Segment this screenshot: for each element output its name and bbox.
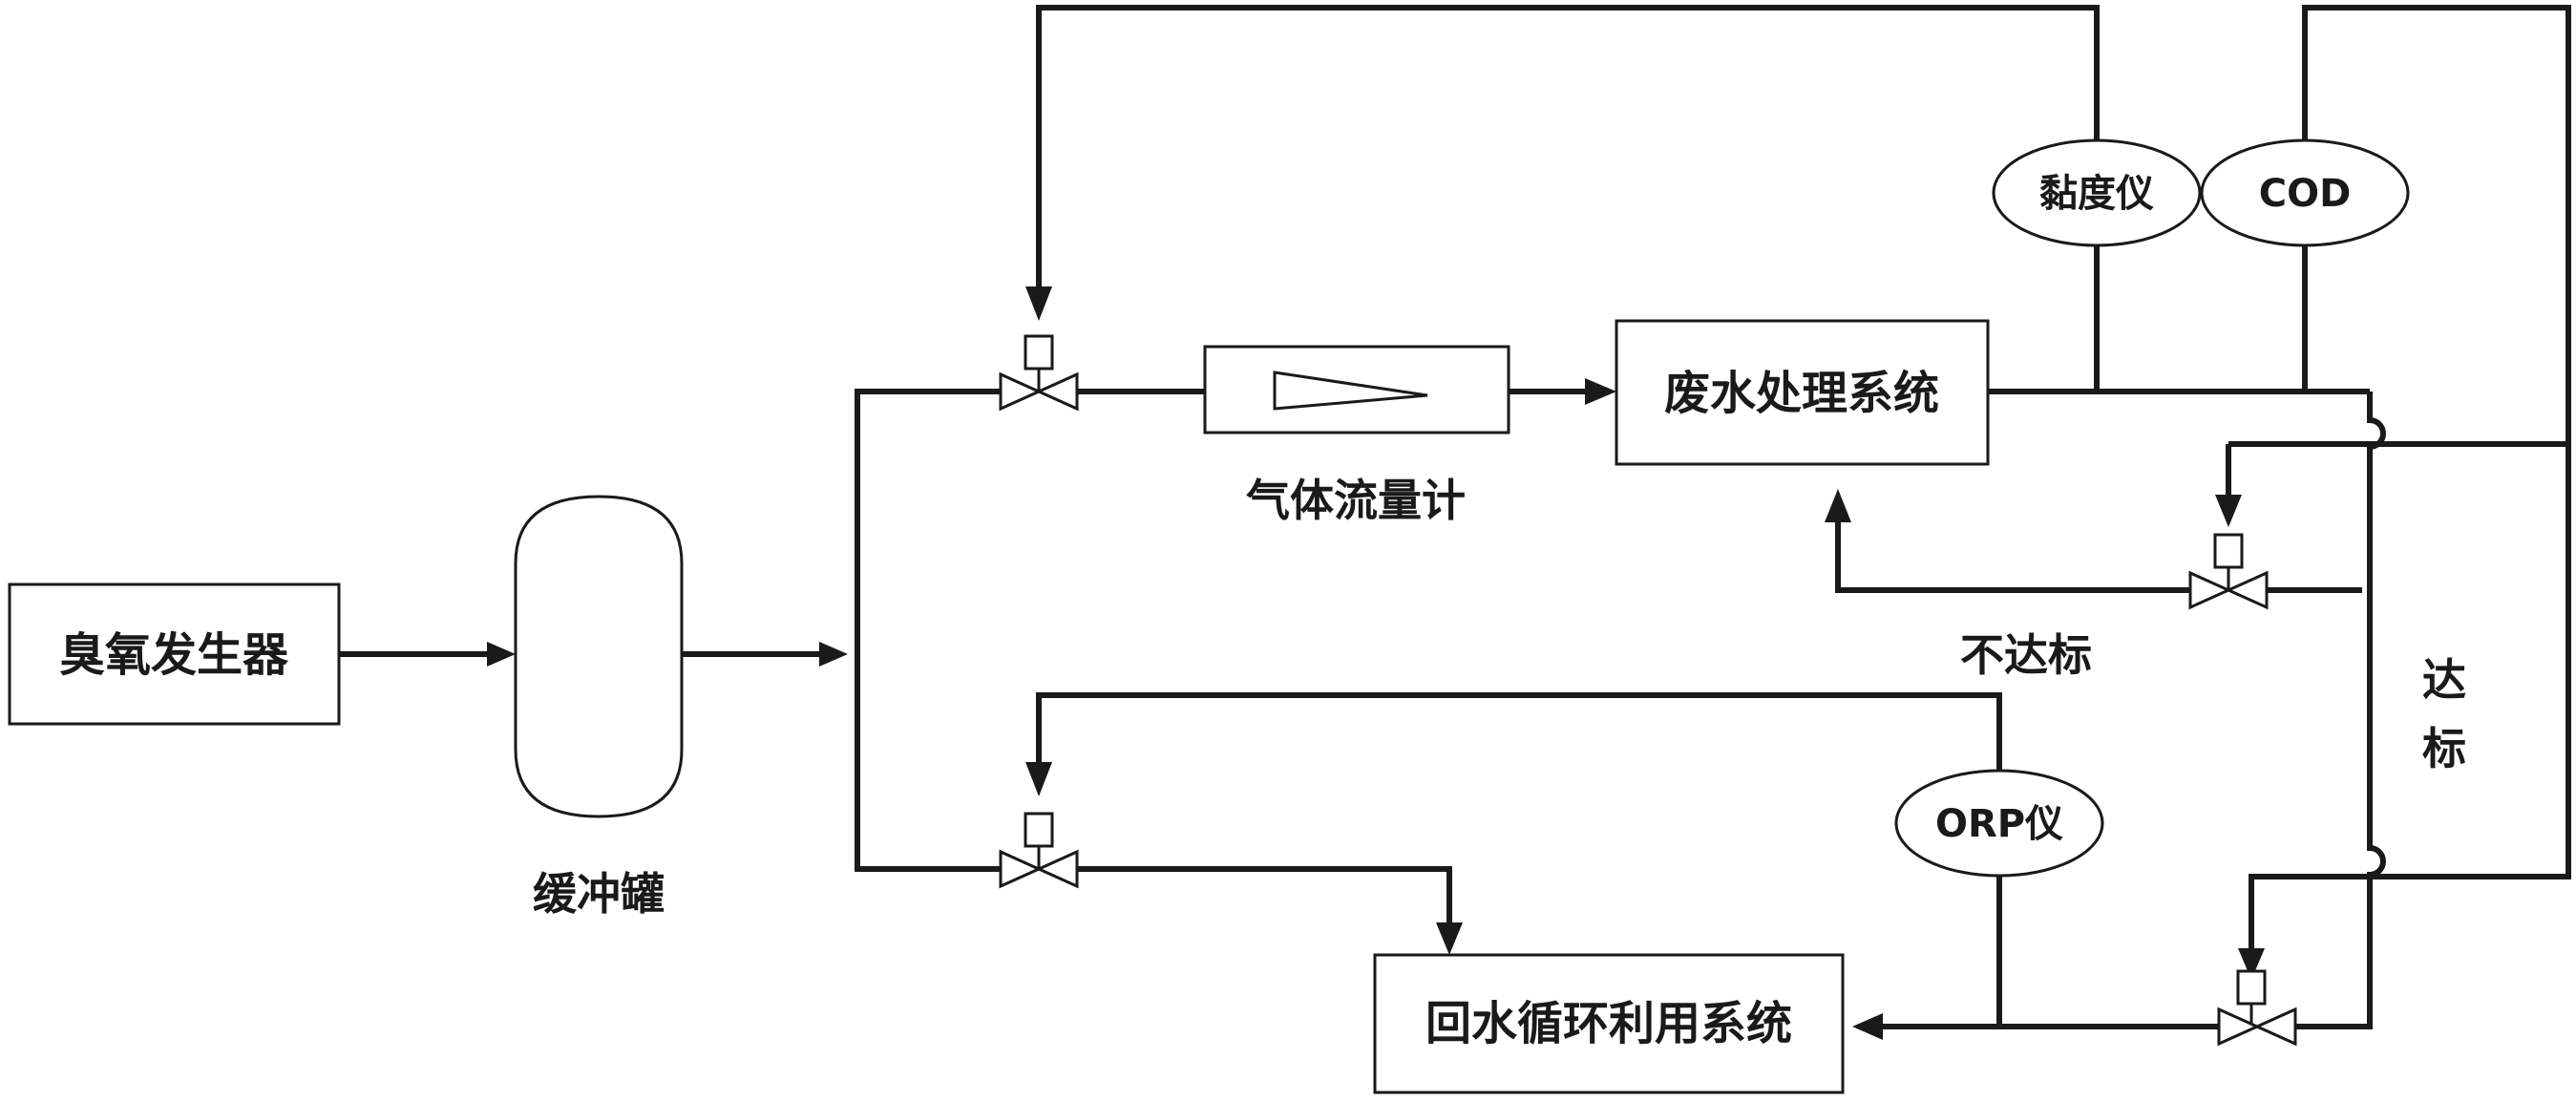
arrow-up-icon bbox=[1825, 489, 1851, 522]
arrow-right-icon bbox=[487, 642, 516, 667]
control-valve-compliant bbox=[2217, 969, 2297, 1047]
cod-instrument: COD bbox=[2200, 138, 2410, 247]
orp-label: ORP仪 bbox=[1935, 802, 2063, 846]
compliant-label-1: 达 bbox=[2422, 654, 2466, 706]
compliant-label-2: 标 bbox=[2422, 723, 2466, 774]
ozone-generator: 臭氧发生器 bbox=[8, 583, 341, 726]
buffer-tank bbox=[514, 495, 684, 818]
arrow-down-icon bbox=[1025, 286, 1052, 321]
arrow-down-icon bbox=[2238, 948, 2265, 980]
wastewater-treatment-system-label: 废水处理系统 bbox=[1664, 367, 1939, 420]
arrow-left-icon bbox=[1852, 1013, 1883, 1040]
arrow-down-icon bbox=[1436, 922, 1463, 955]
control-valve-lower bbox=[999, 812, 1079, 889]
process-lines bbox=[339, 389, 2386, 1029]
control-valve-upper bbox=[999, 334, 1079, 412]
gas-flowmeter bbox=[1203, 345, 1510, 434]
arrow-down-icon bbox=[1025, 762, 1052, 796]
arrow-down-icon bbox=[2215, 495, 2242, 527]
not-compliant-label: 不达标 bbox=[1960, 629, 2092, 681]
viscometer-instrument: 黏度仪 bbox=[1992, 138, 2202, 247]
water-reuse-system-label: 回水循环利用系统 bbox=[1425, 997, 1792, 1050]
wastewater-treatment-system: 废水处理系统 bbox=[1615, 319, 1990, 466]
ozone-generator-label: 臭氧发生器 bbox=[59, 628, 289, 682]
arrowheads bbox=[487, 286, 2265, 1040]
water-reuse-system: 回水循环利用系统 bbox=[1373, 953, 1845, 1094]
control-valve-noncompliant bbox=[2188, 533, 2269, 610]
flowmeter-float-icon bbox=[1273, 371, 1428, 411]
orp-instrument: ORP仪 bbox=[1894, 769, 2104, 878]
gas-flowmeter-label: 气体流量计 bbox=[1246, 475, 1466, 526]
buffer-tank-label: 缓冲罐 bbox=[533, 868, 665, 920]
viscometer-label: 黏度仪 bbox=[2039, 172, 2154, 216]
arrow-right-icon bbox=[1585, 378, 1616, 405]
control-lines bbox=[1036, 5, 2571, 1027]
cod-label: COD bbox=[2259, 172, 2352, 216]
arrow-right-icon bbox=[819, 642, 848, 667]
